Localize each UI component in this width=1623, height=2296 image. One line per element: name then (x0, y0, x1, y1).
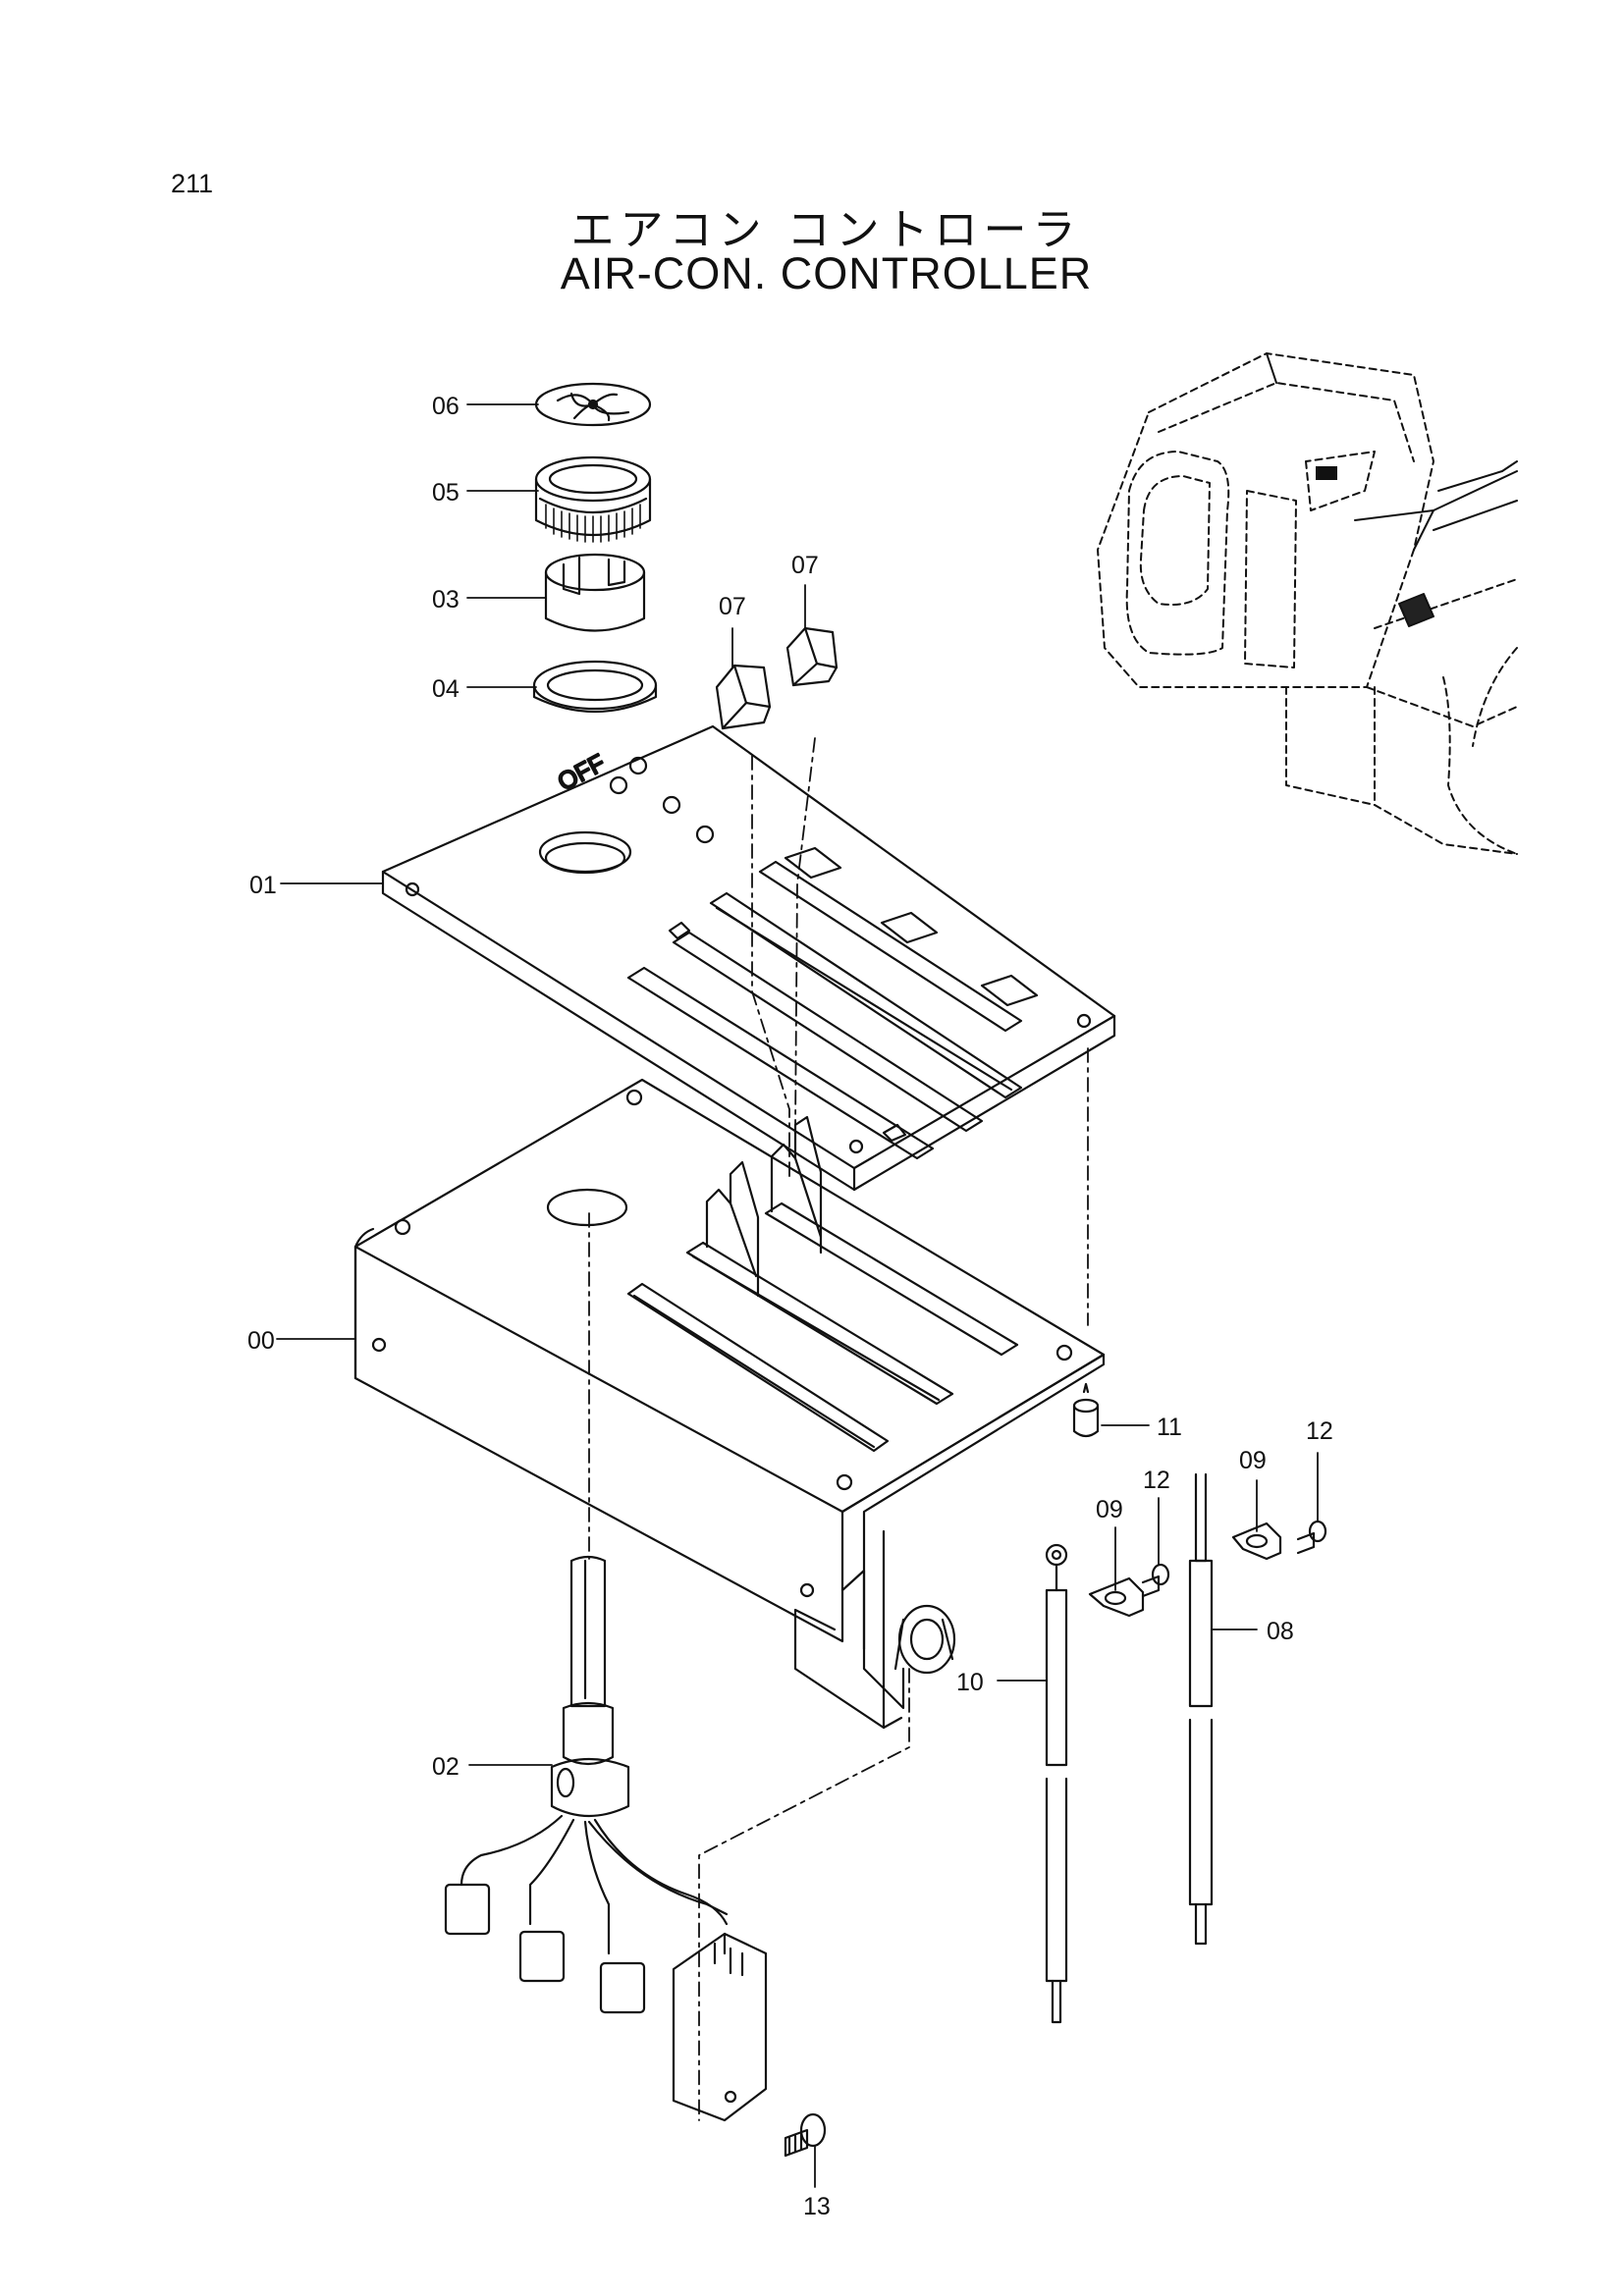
callout-03: 03 (432, 586, 460, 614)
cable-part (1188, 1472, 1214, 1946)
callout-06: 06 (432, 393, 460, 420)
sleeve-part (544, 553, 646, 632)
callout-09: 09 (1096, 1496, 1123, 1523)
callout-13: 13 (803, 2193, 831, 2220)
callout-09: 09 (1239, 1447, 1267, 1474)
callout-08: 08 (1267, 1618, 1294, 1645)
excavator-cab-inset (1097, 352, 1518, 855)
callout-05: 05 (432, 479, 460, 507)
callout-04: 04 (432, 675, 460, 703)
callout-10: 10 (956, 1669, 984, 1696)
clamp-part (1088, 1522, 1282, 1618)
callout-labels: 06 05 03 04 07 07 01 00 11 12 12 09 09 0… (247, 393, 1333, 2220)
fan-disc-part (534, 382, 652, 427)
knob-ring-part (534, 455, 652, 543)
callout-12: 12 (1306, 1417, 1333, 1445)
callout-11: 11 (1157, 1414, 1182, 1441)
title-english: AIR-CON. CONTROLLER (560, 248, 1093, 298)
callout-02: 02 (432, 1753, 460, 1781)
cable-part (1045, 1543, 1068, 2024)
base-bracket-part (353, 1078, 1106, 1730)
callout-12: 12 (1143, 1467, 1170, 1494)
page-number: 211 (171, 169, 214, 198)
panel-off-label: OFF (554, 749, 610, 796)
callout-01: 01 (249, 872, 277, 899)
top-panel-part (381, 724, 1116, 1192)
grommet-nut-part (1072, 1382, 1100, 1438)
title-japanese: エアコン コントローラ (570, 205, 1082, 255)
switch-harness-part (444, 1555, 768, 2122)
screw-part (1141, 1520, 1327, 1598)
leader-lines (276, 403, 1319, 2188)
washer-part (532, 660, 658, 714)
callout-07: 07 (791, 552, 819, 579)
screw-part (784, 2112, 827, 2158)
callout-07: 07 (719, 593, 746, 620)
slider-knob-part (715, 626, 839, 730)
callout-00: 00 (247, 1327, 275, 1355)
assembly-guide-lines (588, 737, 1089, 2121)
